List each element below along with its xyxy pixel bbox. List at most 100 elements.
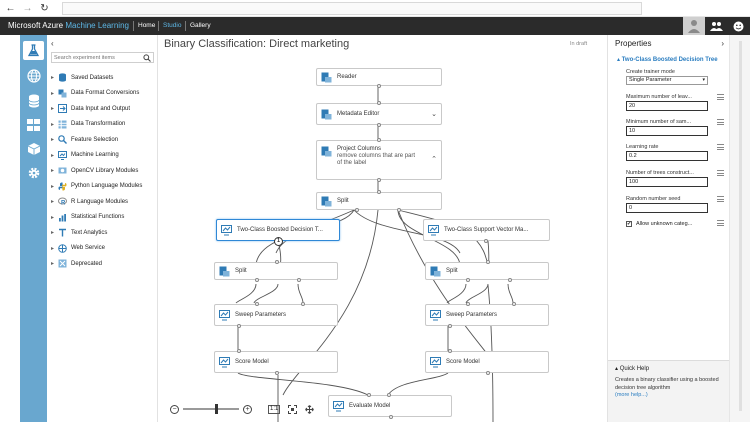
allow-unknown-checkbox[interactable]: ✔ Allow unknown categ... [626,219,724,228]
output-port[interactable] [484,239,488,243]
zoom-slider[interactable] [183,404,239,414]
node-score-model-left[interactable]: Score Model [214,349,338,375]
output-port[interactable] [486,371,490,375]
category-item[interactable]: ▸Python Language Modules [51,179,157,195]
user-avatar[interactable] [683,17,705,35]
category-item[interactable]: ▸Statistical Functions [51,210,157,226]
category-item[interactable]: ▸Data Format Conversions [51,86,157,102]
smiley-icon-button[interactable] [727,17,749,35]
node-split-right[interactable]: Split [425,260,549,282]
zoom-out-button[interactable]: − [170,404,179,414]
rail-settings[interactable] [24,163,43,182]
address-bar[interactable] [62,2,642,15]
page-scrollbar[interactable] [729,35,750,422]
category-item[interactable]: ▸Machine Learning [51,148,157,164]
more-help-link[interactable]: (more help...) [615,392,648,398]
category-item[interactable]: ▸Data Transformation [51,117,157,133]
rail-web-services[interactable] [24,66,43,85]
rail-datasets[interactable] [24,91,43,110]
chevron-up-icon[interactable]: ⌃ [431,156,437,163]
input-port[interactable] [367,393,371,397]
node-metadata-editor[interactable]: Metadata Editor ⌄ [316,101,442,127]
collapse-properties-icon[interactable]: › [721,39,724,48]
output-port[interactable] [448,324,452,328]
output-port[interactable] [377,178,381,182]
checkbox-box[interactable]: ✔ [626,220,632,227]
zoom-in-button[interactable]: + [243,404,252,414]
node-score-model-right[interactable]: Score Model [425,349,549,375]
quick-help-title[interactable]: ▴ Quick Help [615,366,650,372]
nav-studio[interactable]: Studio [163,22,182,29]
zoom-slider-thumb[interactable] [214,404,218,414]
scrollbar-track[interactable] [739,41,742,411]
category-item[interactable]: ▸Deprecated [51,256,157,272]
create-trainer-mode-select[interactable]: Single Parameter ▾ [626,76,708,85]
output-port[interactable] [466,278,470,282]
node-split-top[interactable]: Split [316,190,442,212]
refresh-icon[interactable]: ↻ [40,3,49,14]
search-icon[interactable] [143,54,151,62]
search-input[interactable] [54,53,142,62]
people-icon-button[interactable] [705,17,727,35]
min-samples-input[interactable]: 10 [626,126,708,136]
experiment-canvas[interactable]: Binary Classification: Direct marketing … [158,35,607,422]
node-project-columns[interactable]: Project Columns remove columns that are … [316,138,442,182]
input-port[interactable] [275,260,279,264]
rail-trained-models[interactable] [24,115,43,134]
actual-size-button[interactable]: 1:1 [268,404,281,414]
max-leaves-input[interactable]: 20 [626,101,708,111]
selected-module-name[interactable]: ▴ Two-Class Boosted Decision Tree [617,57,718,63]
output-port[interactable] [377,123,381,127]
input-port[interactable] [301,302,305,306]
collapse-palette-icon[interactable]: ‹ [51,39,54,48]
input-port[interactable] [377,190,381,194]
output-port[interactable] [389,415,393,419]
rail-experiments[interactable] [23,41,44,60]
output-port[interactable] [297,278,301,282]
category-item[interactable]: ▸Saved Datasets [51,70,157,86]
parameter-menu-icon[interactable] [717,94,724,100]
input-port[interactable] [255,302,259,306]
learning-rate-input[interactable]: 0.2 [626,151,708,161]
fit-to-screen-icon[interactable] [288,404,298,414]
input-port[interactable] [512,302,516,306]
num-trees-input[interactable]: 100 [626,177,708,187]
output-port[interactable] [237,324,241,328]
error-badge[interactable]: 1 [274,237,283,246]
node-reader[interactable]: Reader [316,68,442,88]
category-item[interactable]: ▸Text Analytics [51,225,157,241]
parameter-menu-icon[interactable] [717,220,724,226]
input-port[interactable] [387,393,391,397]
node-boosted-decision-tree[interactable]: Two-Class Boosted Decision T... 1 [216,219,340,246]
input-port[interactable] [466,302,470,306]
node-evaluate-model[interactable]: Evaluate Model [328,393,452,419]
output-port[interactable] [275,371,279,375]
input-port[interactable] [448,349,452,353]
input-port[interactable] [486,260,490,264]
node-sweep-parameters-right[interactable]: Sweep Parameters [425,302,549,328]
node-sweep-parameters-left[interactable]: Sweep Parameters [214,302,338,328]
input-port[interactable] [237,349,241,353]
nav-home[interactable]: Home [138,22,156,29]
parameter-menu-icon[interactable] [717,170,724,176]
node-split-left[interactable]: Split [214,260,338,282]
node-support-vector-machine[interactable]: Two-Class Support Vector Ma... [423,219,550,243]
output-port[interactable] [377,84,381,88]
nav-gallery[interactable]: Gallery [190,22,211,29]
rail-notebooks[interactable] [24,139,43,158]
output-port[interactable] [397,208,401,212]
category-item[interactable]: ▸Feature Selection [51,132,157,148]
forward-arrow-icon[interactable]: → [22,3,33,14]
random-seed-input[interactable]: 0 [626,203,708,213]
output-port[interactable] [255,278,259,282]
output-port[interactable] [355,208,359,212]
parameter-menu-icon[interactable] [717,119,724,125]
category-item[interactable]: ▸Data Input and Output [51,101,157,117]
category-item[interactable]: ▸OpenCV Library Modules [51,163,157,179]
chevron-down-icon[interactable]: ⌄ [431,111,437,118]
experiment-title[interactable]: Binary Classification: Direct marketing [164,38,350,50]
parameter-menu-icon[interactable] [717,196,724,202]
parameter-menu-icon[interactable] [717,144,724,150]
category-item[interactable]: ▸Web Service [51,241,157,257]
